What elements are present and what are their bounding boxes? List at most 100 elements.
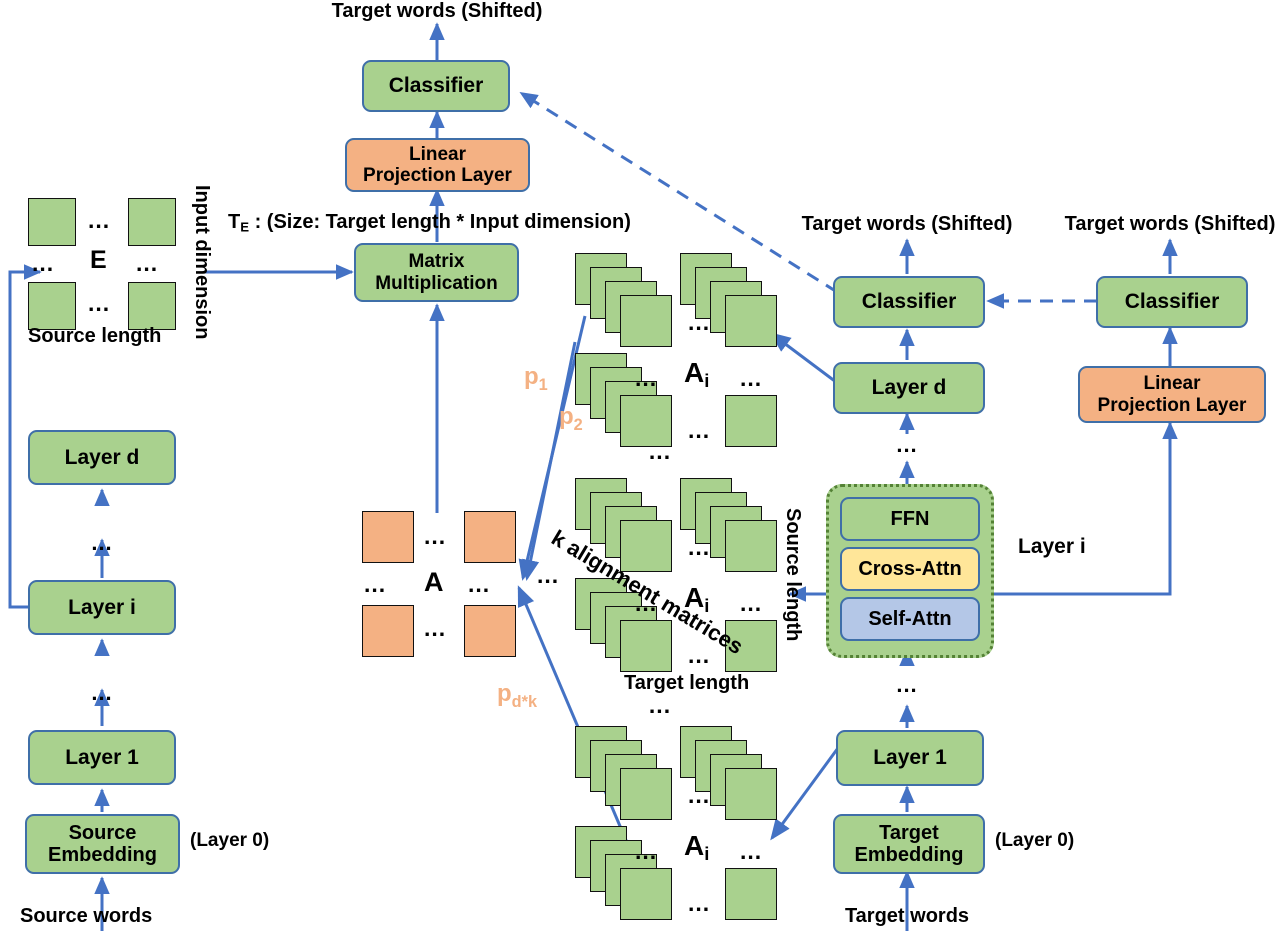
right-target-words-shifted-label: Target words (Shifted): [1064, 213, 1276, 235]
alignment-matrices-group-top: ... ... ... ... Ai: [560, 245, 790, 447]
middle-target-words-shifted-label: Target words (Shifted): [331, 0, 543, 22]
matrix-cell: [620, 395, 672, 447]
matrix-multiplication-line2: Multiplication: [375, 272, 498, 294]
matrix-dots: ...: [136, 250, 159, 276]
p2-label: p2: [559, 403, 583, 434]
decoder-layer-1-box[interactable]: Layer 1: [836, 730, 984, 786]
matrix-dots: ...: [88, 290, 111, 316]
linear-projection-line2: Projection Layer: [363, 165, 512, 186]
middle-classifier-box[interactable]: Classifier: [362, 60, 510, 112]
matrix-cell: [620, 620, 672, 672]
encoder-dots-lower: ...: [91, 680, 113, 705]
matrix-dots: ...: [635, 590, 658, 616]
matrix-cell: [725, 768, 777, 820]
target-embedding-line2: Embedding: [854, 844, 964, 866]
te-size-note: TE : (Size: Target length * Input dimens…: [228, 211, 631, 235]
matrix-dots: ...: [635, 365, 658, 391]
decoder-target-words-shifted-label: Target words (Shifted): [801, 213, 1013, 235]
alignment-matrix-symbol: Ai: [684, 830, 709, 865]
decoder-classifier-box[interactable]: Classifier: [833, 276, 985, 328]
alignment-symbol-sub: i: [704, 370, 710, 392]
matrix-dots: ...: [688, 642, 711, 668]
right-linear-projection-line1: Linear: [1143, 373, 1201, 395]
encoder-layer-d-box[interactable]: Layer d: [28, 430, 176, 485]
matrix-cell: [362, 605, 414, 657]
decoder-target-words-label: Target words: [844, 905, 970, 927]
alignment-top-bottom-dots: ...: [648, 438, 672, 464]
encoder-source-length-label: Source length: [28, 325, 162, 347]
matrix-dots: ...: [424, 523, 447, 549]
matrix-cell: [725, 620, 777, 672]
alignment-matrices-group-middle: ... ... ... ... Ai: [560, 470, 790, 672]
te-rest: : (Size: Target length * Input dimension…: [249, 211, 631, 233]
pdk-label: pd*k: [497, 680, 538, 711]
middle-gap-dots: ...: [537, 562, 560, 588]
encoder-layer-i-box[interactable]: Layer i: [28, 580, 176, 635]
matrix-cell: [725, 395, 777, 447]
encoder-layer-1-box[interactable]: Layer 1: [28, 730, 176, 785]
source-length-label: Source length: [782, 508, 804, 642]
alignment-matrix-symbol: Ai: [684, 582, 709, 617]
middle-linear-projection-layer-box[interactable]: Linear Projection Layer: [345, 138, 530, 192]
alignment-matrix-symbol: Ai: [684, 357, 709, 392]
matrix-dots: ...: [740, 838, 763, 864]
matrix-dots: ...: [424, 615, 447, 641]
decoder-self-attn-box[interactable]: Self-Attn: [840, 597, 980, 641]
encoder-output-matrix-E: ... ... ... ... E: [0, 190, 215, 330]
matrix-dots: ...: [740, 365, 763, 391]
matrix-cell: [620, 768, 672, 820]
decoder-layer-d-box[interactable]: Layer d: [833, 362, 985, 414]
encoder-source-words-label: Source words: [20, 905, 153, 927]
matrix-dots: ...: [688, 309, 711, 335]
right-linear-projection-layer-box[interactable]: Linear Projection Layer: [1078, 366, 1266, 423]
middle-matrix-multiplication-box[interactable]: Matrix Multiplication: [354, 243, 519, 302]
matrix-cell: [28, 282, 76, 330]
matrix-dots: ...: [688, 534, 711, 560]
alignment-symbol-sub: i: [704, 595, 710, 617]
alignment-matrices-group-bottom: ... ... ... ... Ai: [560, 718, 790, 920]
target-length-label: Target length: [624, 672, 750, 694]
matrix-cell: [725, 520, 777, 572]
matrix-dots: ...: [468, 571, 491, 597]
alignment-matrix-A: ... ... ... ... A: [350, 505, 530, 657]
matrix-cell: [362, 511, 414, 563]
decoder-target-embedding-box[interactable]: Target Embedding: [833, 814, 985, 874]
matrix-dots: ...: [740, 590, 763, 616]
right-classifier-box[interactable]: Classifier: [1096, 276, 1248, 328]
source-embedding-line2: Embedding: [48, 844, 157, 866]
decoder-cross-attn-box[interactable]: Cross-Attn: [840, 547, 980, 591]
te-subscript: E: [240, 219, 250, 235]
matrix-cell: [464, 511, 516, 563]
linear-projection-line1: Linear: [408, 143, 467, 165]
target-embedding-line1: Target: [879, 821, 939, 844]
matrix-dots: ...: [32, 250, 55, 276]
matrix-cell: [128, 198, 176, 246]
matrix-cell: [620, 868, 672, 920]
matrix-dots: ...: [635, 838, 658, 864]
matrix-E-symbol: E: [90, 246, 107, 274]
matrix-cell: [725, 868, 777, 920]
matrix-dots: ...: [688, 417, 711, 443]
right-linear-projection-line2: Projection Layer: [1097, 394, 1247, 416]
alignment-mid-bottom-dots: ...: [648, 692, 672, 718]
encoder-dots-upper: ...: [91, 530, 113, 555]
alignment-symbol-base: A: [684, 830, 705, 861]
matrix-cell: [725, 295, 777, 347]
matrix-dots: ...: [88, 207, 111, 233]
matrix-cell: [620, 520, 672, 572]
decoder-ffn-box[interactable]: FFN: [840, 497, 980, 541]
source-embedding-line1: Source: [68, 821, 137, 844]
p1-label: p1: [524, 363, 548, 394]
encoder-source-embedding-box[interactable]: Source Embedding: [25, 814, 180, 874]
matrix-cell: [28, 198, 76, 246]
matrix-A-symbol: A: [424, 567, 444, 597]
decoder-layer0-note: (Layer 0): [995, 830, 1075, 851]
alignment-symbol-sub: i: [704, 843, 710, 865]
matrix-multiplication-line1: Matrix: [408, 251, 465, 273]
decoder-dots-lower: ...: [896, 672, 918, 697]
matrix-dots: ...: [364, 571, 387, 597]
encoder-input-dimension-label: Input dimension: [191, 185, 213, 340]
encoder-layer0-note: (Layer 0): [190, 830, 270, 851]
matrix-dots: ...: [688, 782, 711, 808]
